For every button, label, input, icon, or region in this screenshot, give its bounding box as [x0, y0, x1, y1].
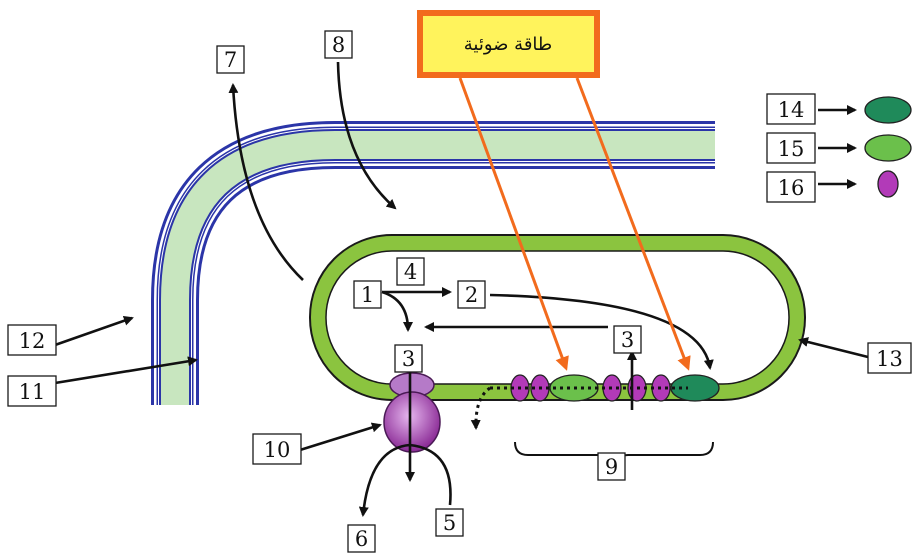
legend-dark-green-ellipse: [864, 96, 912, 124]
svg-text:1: 1: [361, 283, 374, 307]
svg-text:8: 8: [332, 33, 345, 57]
legend: [818, 96, 912, 198]
light-arrows: [458, 77, 691, 371]
label-4: 4: [396, 257, 425, 286]
svg-text:16: 16: [778, 176, 805, 200]
svg-text:13: 13: [876, 347, 903, 371]
label-2: 2: [457, 280, 486, 309]
legend-purple-ellipse: [877, 170, 899, 198]
label-3-lower: 3: [394, 344, 423, 373]
svg-text:14: 14: [778, 98, 805, 122]
svg-text:11: 11: [19, 380, 46, 404]
label-9: 9: [597, 452, 626, 481]
light-energy-banner: طاقة ضوئية: [417, 10, 600, 78]
svg-text:9: 9: [605, 455, 618, 479]
svg-text:4: 4: [404, 260, 417, 284]
label-12: 12: [7, 324, 57, 356]
svg-text:5: 5: [443, 511, 456, 535]
light-energy-label: طاقة ضوئية: [464, 34, 552, 55]
svg-text:12: 12: [19, 329, 46, 353]
label-6: 6: [347, 524, 376, 553]
label-5: 5: [435, 508, 464, 537]
svg-text:3: 3: [402, 347, 415, 371]
label-16: 16: [766, 171, 816, 203]
label-8: 8: [324, 30, 353, 59]
legend-light-green-ellipse: [864, 134, 912, 162]
label-7: 7: [216, 45, 245, 74]
label-1: 1: [353, 280, 382, 309]
photosystem-dark-green: [670, 374, 720, 402]
svg-text:2: 2: [465, 283, 478, 307]
chloroplast-envelope: [151, 121, 715, 405]
svg-text:15: 15: [778, 137, 805, 161]
label-15: 15: [766, 132, 816, 164]
svg-text:7: 7: [224, 48, 237, 72]
label-14: 14: [766, 93, 816, 125]
svg-text:3: 3: [621, 328, 634, 352]
label-13: 13: [867, 342, 912, 374]
label-10: 10: [252, 433, 302, 465]
svg-text:6: 6: [355, 527, 368, 551]
svg-text:10: 10: [264, 438, 291, 462]
label-11: 11: [7, 375, 57, 407]
atp-synthase: [383, 372, 441, 453]
label-3-upper: 3: [613, 325, 642, 354]
